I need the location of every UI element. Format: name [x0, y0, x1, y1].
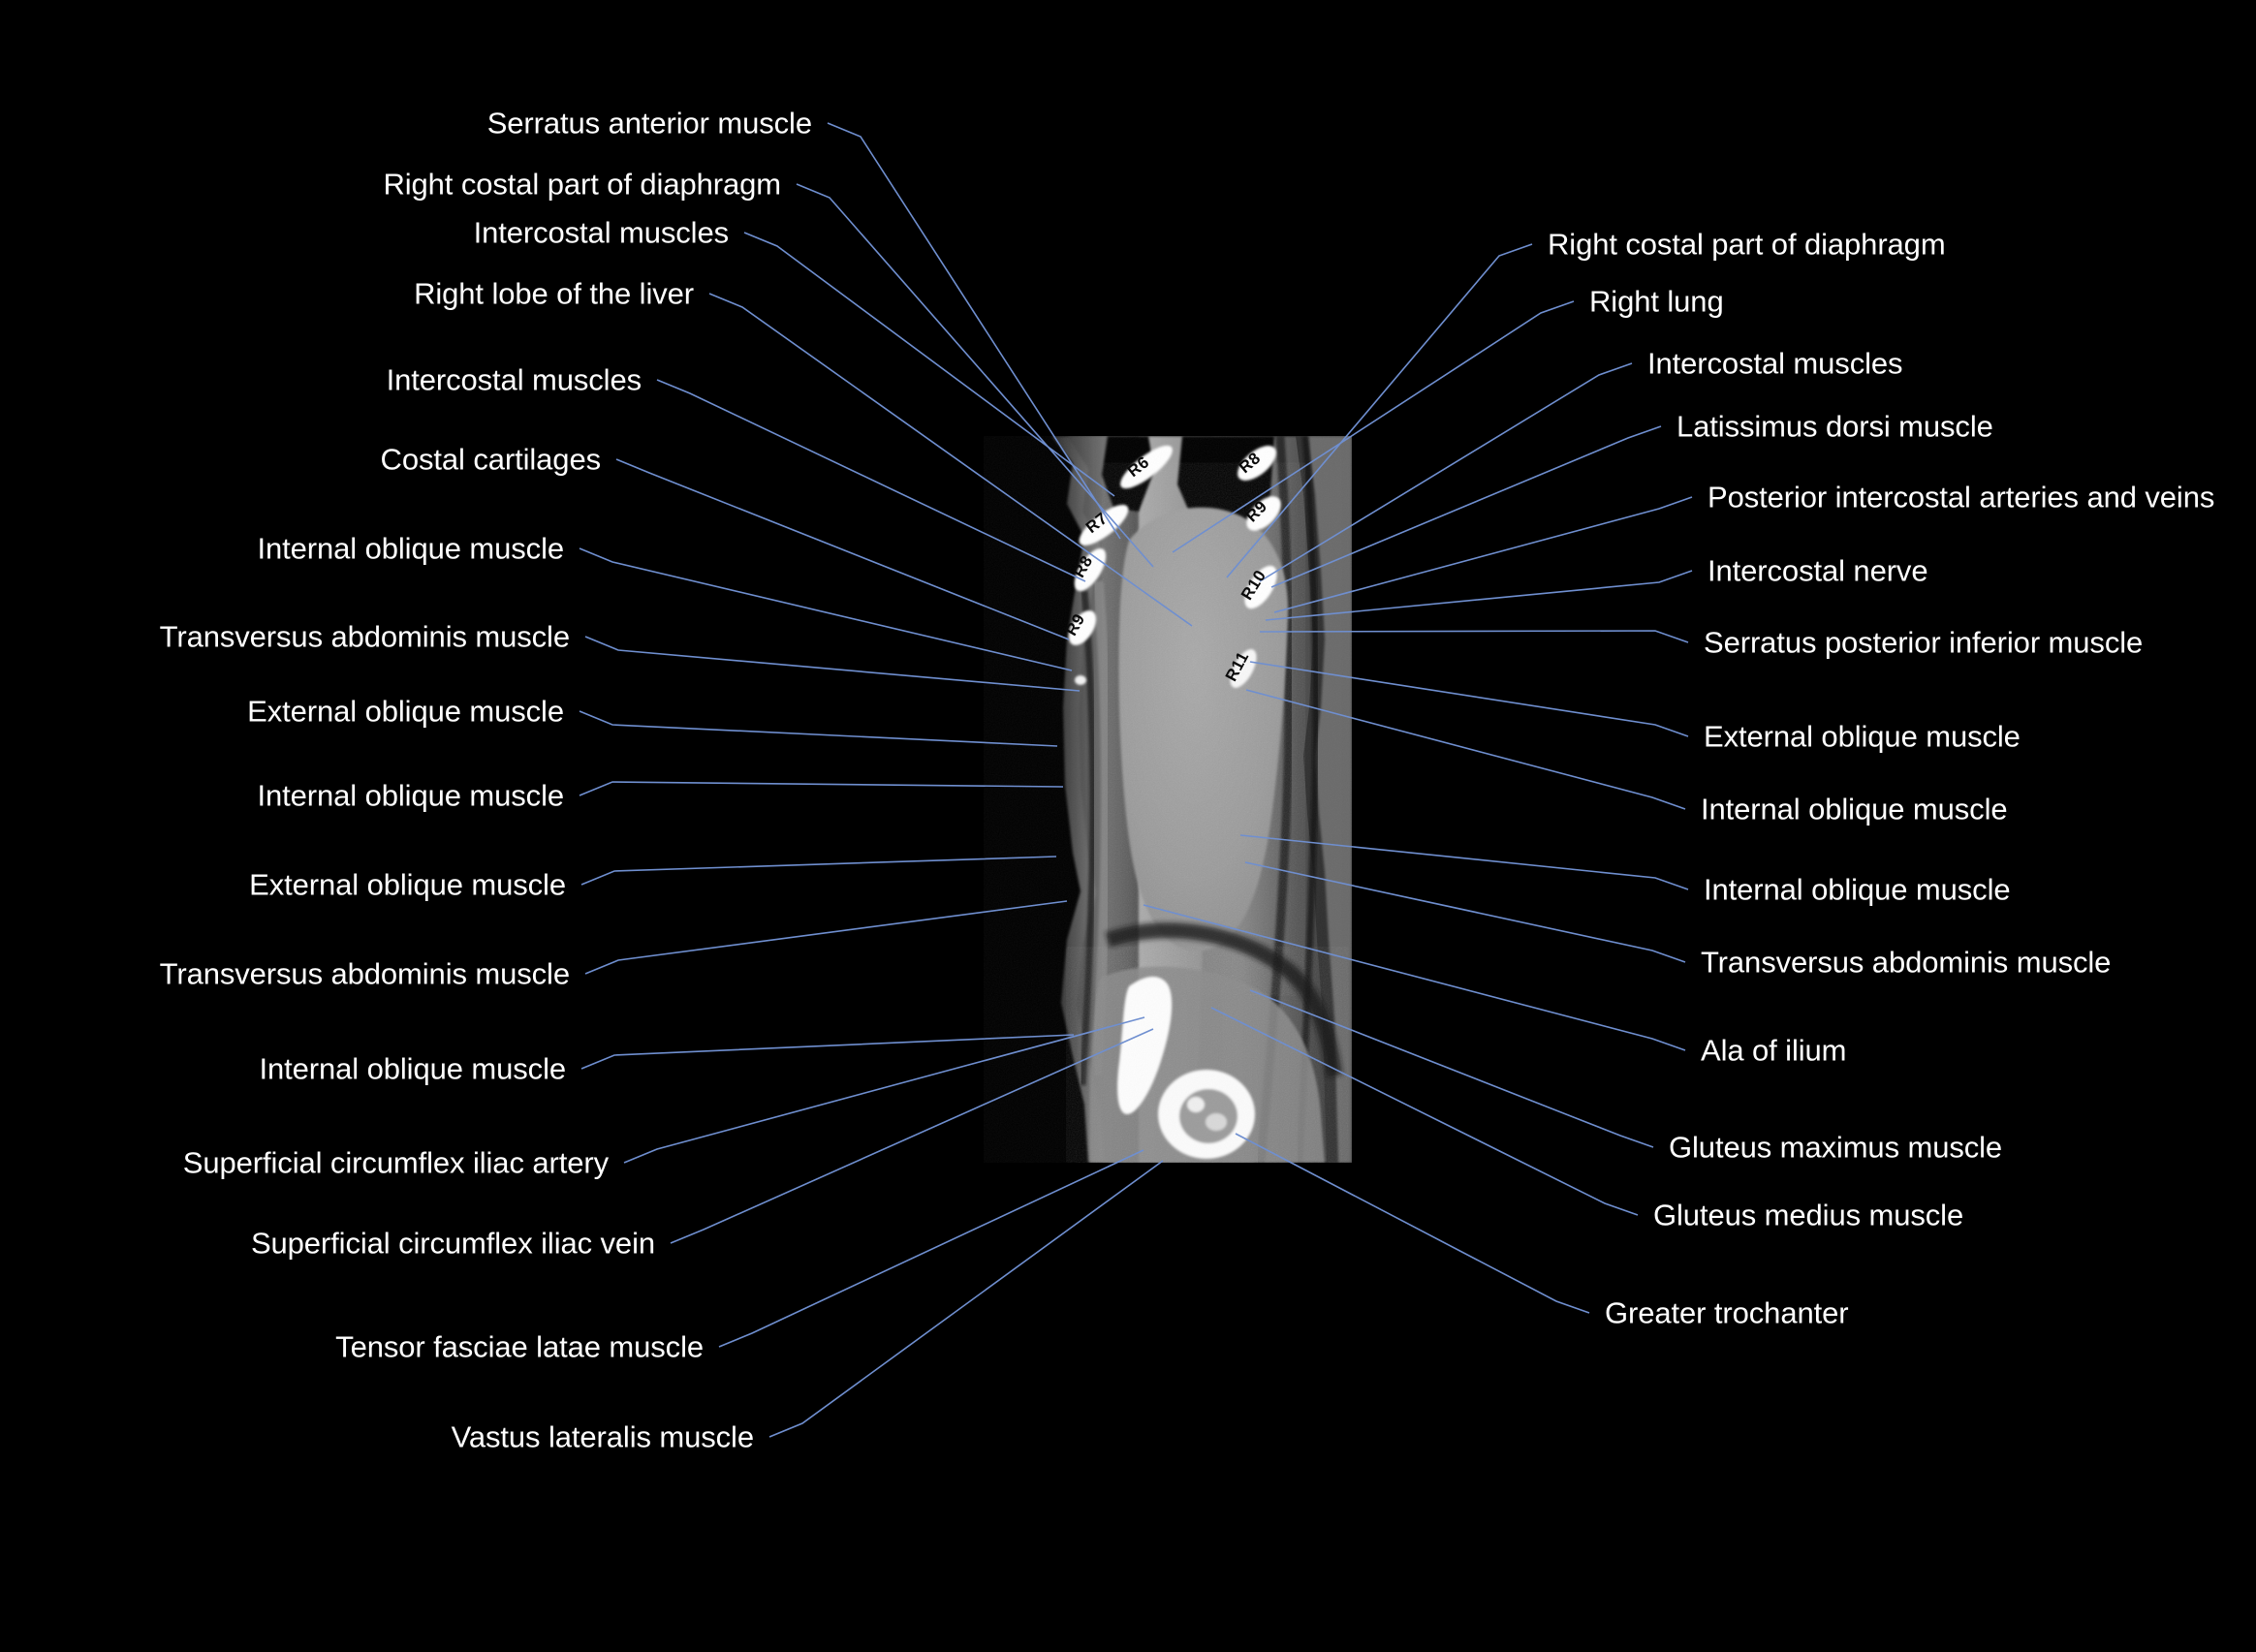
annotation-label: Intercostal muscles — [473, 215, 730, 250]
annotation-label: External oblique muscle — [1704, 719, 2021, 754]
ct-image-panel — [984, 436, 1352, 1163]
annotation-label: Tensor fasciae latae muscle — [335, 1329, 704, 1364]
annotation-label: Superficial circumflex iliac artery — [182, 1145, 609, 1180]
annotation-label: Internal oblique muscle — [1704, 872, 2011, 907]
annotation-label: Transversus abdominis muscle — [1701, 945, 2112, 980]
annotation-label: Serratus posterior inferior muscle — [1704, 625, 2144, 660]
annotation-label: Serratus anterior muscle — [486, 106, 812, 140]
annotation-label: Internal oblique muscle — [1701, 792, 2008, 826]
annotation-label: Transversus abdominis muscle — [159, 619, 570, 654]
annotation-label: Right lung — [1589, 284, 1724, 319]
annotation-label: Superficial circumflex iliac vein — [250, 1226, 655, 1261]
annotation-label: Costal cartilages — [380, 442, 602, 477]
annotation-label: Right costal part of diaphragm — [1548, 227, 1946, 262]
annotation-label: Right lobe of the liver — [414, 276, 694, 311]
annotation-label: Internal oblique muscle — [257, 531, 565, 566]
annotation-label: Right costal part of diaphragm — [383, 167, 781, 202]
leader-line — [718, 1149, 1144, 1348]
annotation-label: Gluteus medius muscle — [1653, 1198, 1964, 1232]
annotation-label: Posterior intercostal arteries and veins — [1708, 480, 2215, 514]
annotation-label: Intercostal muscles — [386, 362, 642, 397]
annotation-label: Transversus abdominis muscle — [159, 956, 570, 991]
annotation-label: Latissimus dorsi muscle — [1676, 409, 1993, 444]
annotation-label: External oblique muscle — [247, 694, 564, 729]
annotation-label: Intercostal nerve — [1708, 553, 1928, 588]
annotation-label: Intercostal muscles — [1647, 346, 1903, 381]
annotation-label: Gluteus maximus muscle — [1669, 1130, 2003, 1165]
ct-sagittal-image — [984, 436, 1352, 1163]
annotation-label: Greater trochanter — [1605, 1295, 1849, 1330]
annotation-label: Internal oblique muscle — [257, 778, 565, 813]
annotation-label: Vastus lateralis muscle — [451, 1419, 755, 1454]
annotation-label: Ala of ilium — [1701, 1033, 1847, 1068]
annotation-label: External oblique muscle — [249, 867, 566, 902]
annotation-label: Internal oblique muscle — [259, 1051, 567, 1086]
leader-line — [768, 1160, 1164, 1438]
